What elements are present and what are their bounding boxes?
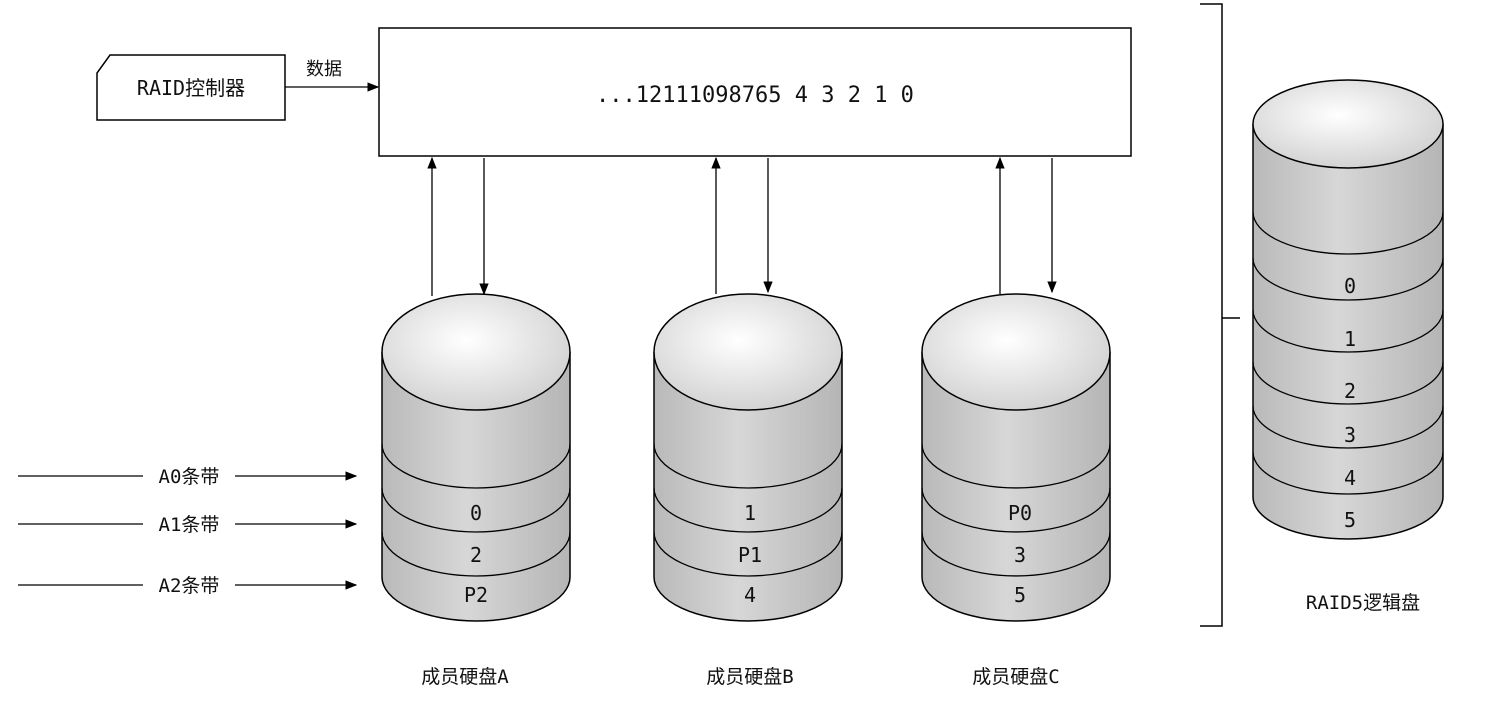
disk-a-block-3: P2 bbox=[464, 583, 488, 607]
member-disk-a: 0 2 P2 bbox=[382, 294, 570, 621]
raid-controller: RAID控制器 bbox=[97, 55, 285, 120]
data-stream-box: ...12111098765 4 3 2 1 0 bbox=[379, 28, 1131, 156]
logical-block-5: 4 bbox=[1344, 466, 1356, 490]
disk-a-block-2: 2 bbox=[470, 543, 482, 567]
disk-c-block-3: 5 bbox=[1014, 583, 1026, 607]
logical-block-3: 2 bbox=[1344, 379, 1356, 403]
disk-a-block-1: 0 bbox=[470, 501, 482, 525]
raid5-logical-disk-label: RAID5逻辑盘 bbox=[1306, 592, 1420, 614]
stripe-a0: A0条带 bbox=[18, 462, 356, 490]
disk-c-label: 成员硬盘C bbox=[972, 666, 1059, 688]
member-disk-b: 1 P1 4 bbox=[654, 294, 842, 621]
logical-block-4: 3 bbox=[1344, 423, 1356, 447]
raid-controller-label: RAID控制器 bbox=[137, 76, 245, 100]
stripe-a2: A2条带 bbox=[18, 571, 356, 599]
stripe-a1-label: A1条带 bbox=[159, 514, 220, 536]
grouping-bracket bbox=[1200, 4, 1240, 626]
io-arrows bbox=[432, 158, 1052, 296]
stripe-a1: A1条带 bbox=[18, 510, 356, 538]
disk-c-block-2: 3 bbox=[1014, 543, 1026, 567]
stripe-a2-label: A2条带 bbox=[159, 575, 220, 597]
disk-b-block-1: 1 bbox=[744, 501, 756, 525]
stripe-a0-label: A0条带 bbox=[159, 466, 220, 488]
data-label: 数据 bbox=[306, 59, 342, 80]
logical-block-6: 5 bbox=[1344, 508, 1356, 532]
member-disk-c: P0 3 5 bbox=[922, 294, 1110, 621]
disk-a-label: 成员硬盘A bbox=[421, 666, 509, 688]
disk-c-block-1: P0 bbox=[1008, 501, 1032, 525]
logical-block-2: 1 bbox=[1344, 327, 1356, 351]
disk-b-block-2: P1 bbox=[738, 543, 762, 567]
logical-block-1: 0 bbox=[1344, 274, 1356, 298]
disk-b-block-3: 4 bbox=[744, 583, 756, 607]
data-stream-text: ...12111098765 4 3 2 1 0 bbox=[596, 83, 914, 108]
disk-b-label: 成员硬盘B bbox=[706, 666, 793, 688]
raid5-logical-disk: 0 1 2 3 4 5 bbox=[1253, 80, 1443, 539]
